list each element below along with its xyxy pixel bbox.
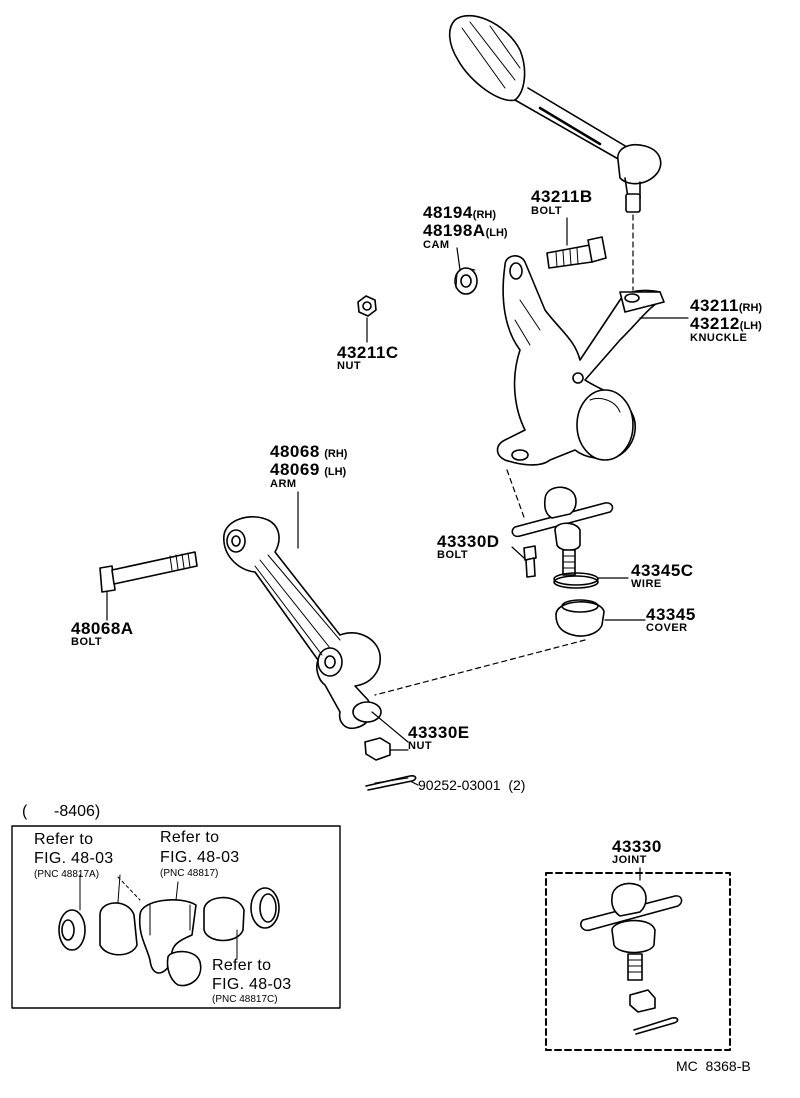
joint-43330-box (546, 868, 730, 1050)
rh-suffix: (RH) (472, 209, 496, 221)
cam-drawing (455, 268, 477, 294)
part-number-48198a[interactable]: 48198A (423, 221, 486, 240)
figure-code: MC 8368-B (676, 1058, 751, 1074)
ref-middle-fig-link[interactable]: FIG. 48-03 (160, 849, 240, 866)
knuckle-drawing (498, 256, 665, 465)
part-name-knuckle: KNUCKLE (690, 332, 748, 344)
lh-suffix: (LH) (485, 227, 508, 239)
ref-left-fig-link[interactable]: FIG. 48-03 (34, 850, 114, 867)
rh-suffix: (RH) (324, 448, 348, 460)
part-number-43345c[interactable]: 43345C (631, 561, 694, 580)
ref-right-line1: Refer to (212, 957, 272, 974)
inset-bushing-box (12, 826, 340, 1008)
part-number-43212-row: 43212(LH) (690, 315, 762, 333)
ref-middle-line1: Refer to (160, 829, 220, 846)
part-number-43211[interactable]: 43211 (690, 296, 739, 315)
nut-43211c-drawing (358, 296, 376, 316)
part-number-48198a-row: 48198A(LH) (423, 222, 508, 240)
part-number-43212[interactable]: 43212 (690, 314, 740, 333)
part-number-48068[interactable]: 48068 (270, 442, 320, 461)
part-name-arm: ARM (270, 478, 297, 490)
bolt-48068a-drawing (100, 552, 197, 592)
part-number-48068a[interactable]: 48068A (71, 619, 134, 638)
part-number-43211b[interactable]: 43211B (531, 187, 593, 206)
wire-drawing (554, 573, 598, 588)
assembly-guide-lines (375, 215, 633, 695)
part-name-cover: COVER (646, 622, 688, 634)
cover-drawing (556, 600, 604, 636)
part-name-nut: NUT (337, 360, 362, 372)
cotter-pin-drawing (366, 776, 416, 790)
part-name-wire: WIRE (631, 578, 662, 590)
part-name-joint: JOINT (612, 854, 647, 866)
part-number-48068-row: 48068 (RH) (270, 443, 347, 461)
lh-suffix: (LH) (739, 320, 762, 332)
bolt-43330d-drawing (524, 546, 536, 577)
part-number-43330d[interactable]: 43330D (437, 532, 500, 551)
ball-joint-drawing (512, 487, 612, 575)
lh-suffix: (LH) (324, 466, 347, 478)
part-name-bolt: BOLT (71, 636, 103, 648)
bolt-43211b-drawing (547, 237, 606, 268)
part-number-48069-row: 48069 (LH) (270, 461, 346, 479)
part-number-43211-row: 43211(RH) (690, 297, 762, 315)
part-number-43330[interactable]: 43330 (612, 837, 662, 856)
ref-left-line1: Refer to (34, 831, 94, 848)
ref-right-fig-link[interactable]: FIG. 48-03 (212, 976, 292, 993)
rh-suffix: (RH) (738, 302, 763, 314)
nut-43330e-drawing (365, 738, 390, 760)
ref-right-pnc: (PNC 48817C) (212, 994, 278, 1005)
callout-leader-lines (107, 218, 688, 785)
arm-drawing (224, 517, 381, 728)
part-number-43211c[interactable]: 43211C (337, 343, 399, 362)
part-number-43345[interactable]: 43345 (646, 605, 696, 624)
tie-rod-end-drawing (450, 16, 661, 212)
part-number-90252-row: 90252-03001 (2) (418, 778, 525, 792)
part-number-43330e[interactable]: 43330E (408, 723, 470, 742)
quantity-label: (2) (508, 777, 526, 793)
part-name-bolt: BOLT (437, 549, 469, 561)
ref-left-pnc: (PNC 48817A) (34, 869, 100, 880)
part-number-48069[interactable]: 48069 (270, 460, 320, 479)
part-name-cam: CAM (423, 239, 450, 251)
part-number-90252-03001[interactable]: 90252-03001 (418, 777, 501, 793)
inset-date-range: ( -8406) (22, 803, 101, 820)
part-number-48194-row: 48194(RH) (423, 204, 496, 222)
part-number-48194[interactable]: 48194 (423, 203, 473, 222)
part-name-bolt: BOLT (531, 205, 563, 217)
ref-middle-pnc: (PNC 48817) (160, 868, 219, 879)
part-name-nut: NUT (408, 740, 433, 752)
